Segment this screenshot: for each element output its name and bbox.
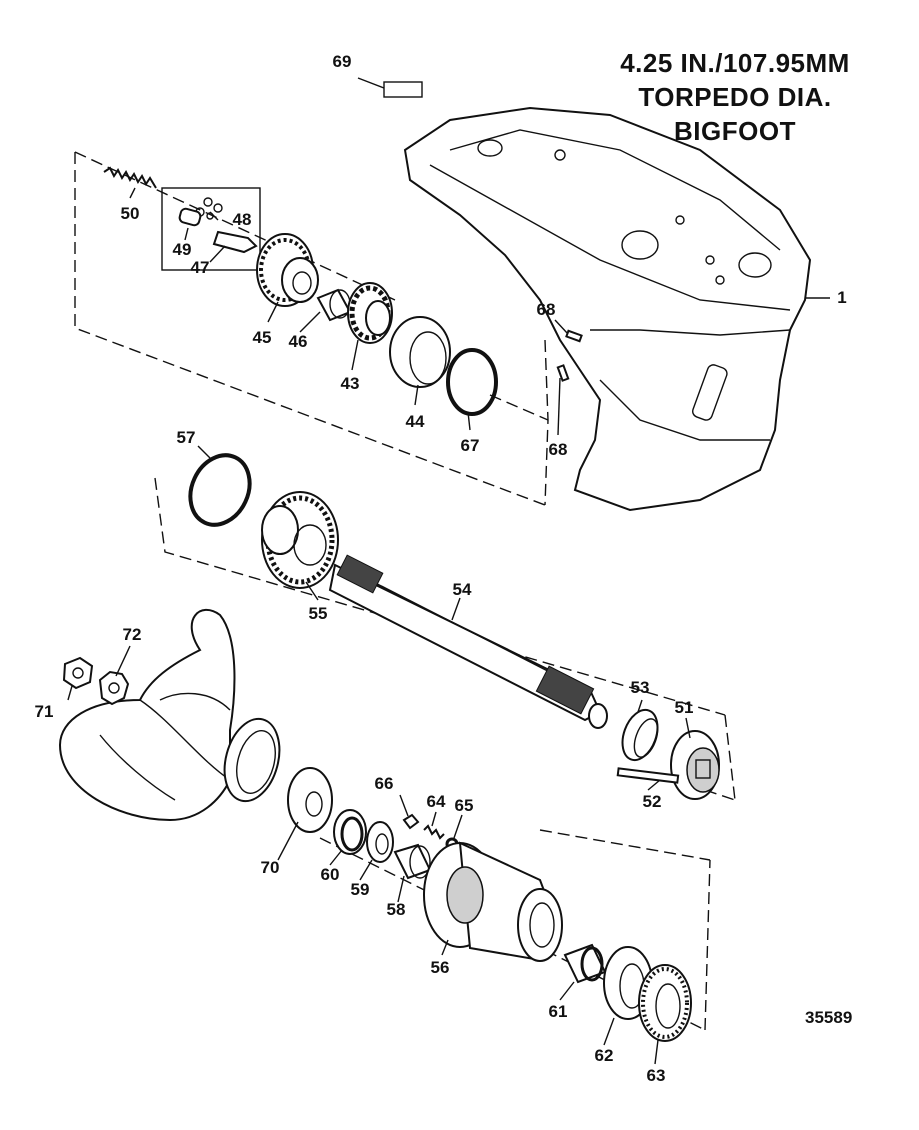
part-69-decal: [357, 77, 423, 98]
callout-53: 53: [630, 678, 650, 697]
callout-58: 58: [386, 900, 406, 919]
part-44-race: [389, 316, 451, 388]
part-66-washer: [402, 813, 420, 830]
propeller: [58, 609, 281, 822]
callout-46: 46: [288, 332, 308, 351]
part-61-bearing: [563, 943, 607, 984]
part-71-nut: [62, 656, 94, 690]
callout-67: 67: [460, 436, 480, 455]
part-70-thrust-washer: [287, 767, 333, 833]
callout-48: 48: [232, 210, 252, 229]
callout-62: 62: [594, 1046, 614, 1065]
callout-66: 66: [374, 774, 394, 793]
callout-71: 71: [34, 702, 54, 721]
part-56-bearing-carrier: [423, 841, 563, 962]
document-number: 35589: [805, 1008, 853, 1027]
callout-43: 43: [340, 374, 360, 393]
part-57-o-ring: [188, 453, 252, 527]
callout-52: 52: [642, 792, 662, 811]
callout-65: 65: [454, 796, 474, 815]
callout-64: 64: [426, 792, 446, 811]
part-63-tab-washer: [638, 964, 692, 1042]
part-54-propeller-shaft: [328, 554, 608, 729]
callout-54: 54: [452, 580, 472, 599]
diagram-title-line-3: BIGFOOT: [674, 116, 796, 146]
callout-61: 61: [548, 1002, 568, 1021]
part-45-gear: [256, 233, 319, 307]
callout-51: 51: [674, 698, 694, 717]
callout-47: 47: [190, 258, 210, 277]
diagram-title-line-2: TORPEDO DIA.: [638, 82, 832, 112]
part-51-clutch: [670, 730, 720, 800]
part-67-shim: [446, 348, 498, 416]
part-60-bearing: [333, 809, 367, 855]
part-68-pins: [556, 329, 583, 382]
callout-63: 63: [646, 1066, 666, 1085]
part-64-screw: [423, 824, 445, 840]
part-55-forward-gear: [261, 491, 339, 589]
callout-68-lower: 68: [548, 440, 568, 459]
part-47-48-49-inset: [161, 187, 261, 271]
callout-68-upper: 68: [536, 300, 556, 319]
part-1-gear-housing: [403, 106, 830, 512]
callout-60: 60: [320, 865, 340, 884]
callout-50: 50: [120, 204, 140, 223]
callout-45: 45: [252, 328, 272, 347]
part-50-spring: [103, 166, 157, 189]
callout-55: 55: [308, 604, 328, 623]
part-58-bearing: [393, 843, 432, 880]
callout-49: 49: [172, 240, 192, 259]
callout-69: 69: [332, 52, 352, 71]
callout-1: 1: [837, 288, 847, 307]
part-43-roller-bearing: [347, 282, 393, 344]
part-59-seal: [366, 821, 394, 863]
callout-44: 44: [405, 412, 425, 431]
leader-lines: [67, 187, 691, 1065]
callout-70: 70: [260, 858, 280, 877]
callout-57: 57: [176, 428, 196, 447]
part-72-tab-washer: [98, 670, 130, 706]
callout-59: 59: [350, 880, 370, 899]
callout-56: 56: [430, 958, 450, 977]
part-53-ring: [621, 708, 659, 762]
part-46-bearing: [316, 288, 352, 322]
callout-72: 72: [122, 625, 142, 644]
diagram-title-line-1: 4.25 IN./107.95MM: [620, 48, 850, 78]
part-52-cross-pin: [616, 767, 680, 784]
